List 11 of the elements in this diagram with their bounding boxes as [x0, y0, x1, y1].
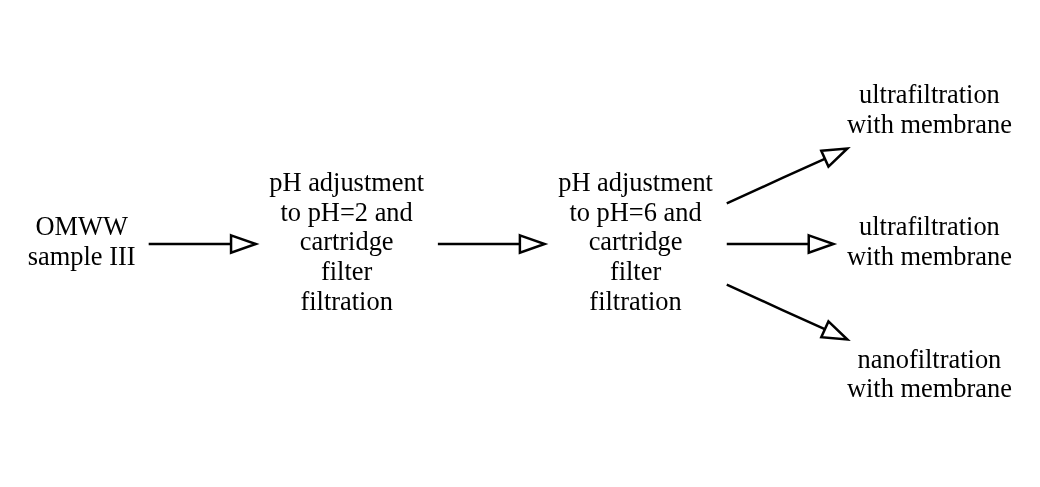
node-text: OMWW sample III	[27, 210, 136, 271]
node-text: nanofiltration with membrane	[846, 342, 1012, 403]
node-text: ultrafiltration with membrane	[846, 78, 1012, 139]
arrow	[148, 233, 260, 254]
arrow	[726, 233, 838, 254]
node-text: pH adjustment to pH=6 and cartridge filter filtration	[558, 166, 713, 316]
arrow	[437, 233, 549, 254]
arrow	[726, 146, 851, 204]
node-text: ultrafiltration with membrane	[846, 210, 1012, 271]
node-text: pH adjustment to pH=2 and cartridge filter filtration	[269, 166, 425, 316]
arrow	[726, 283, 851, 341]
